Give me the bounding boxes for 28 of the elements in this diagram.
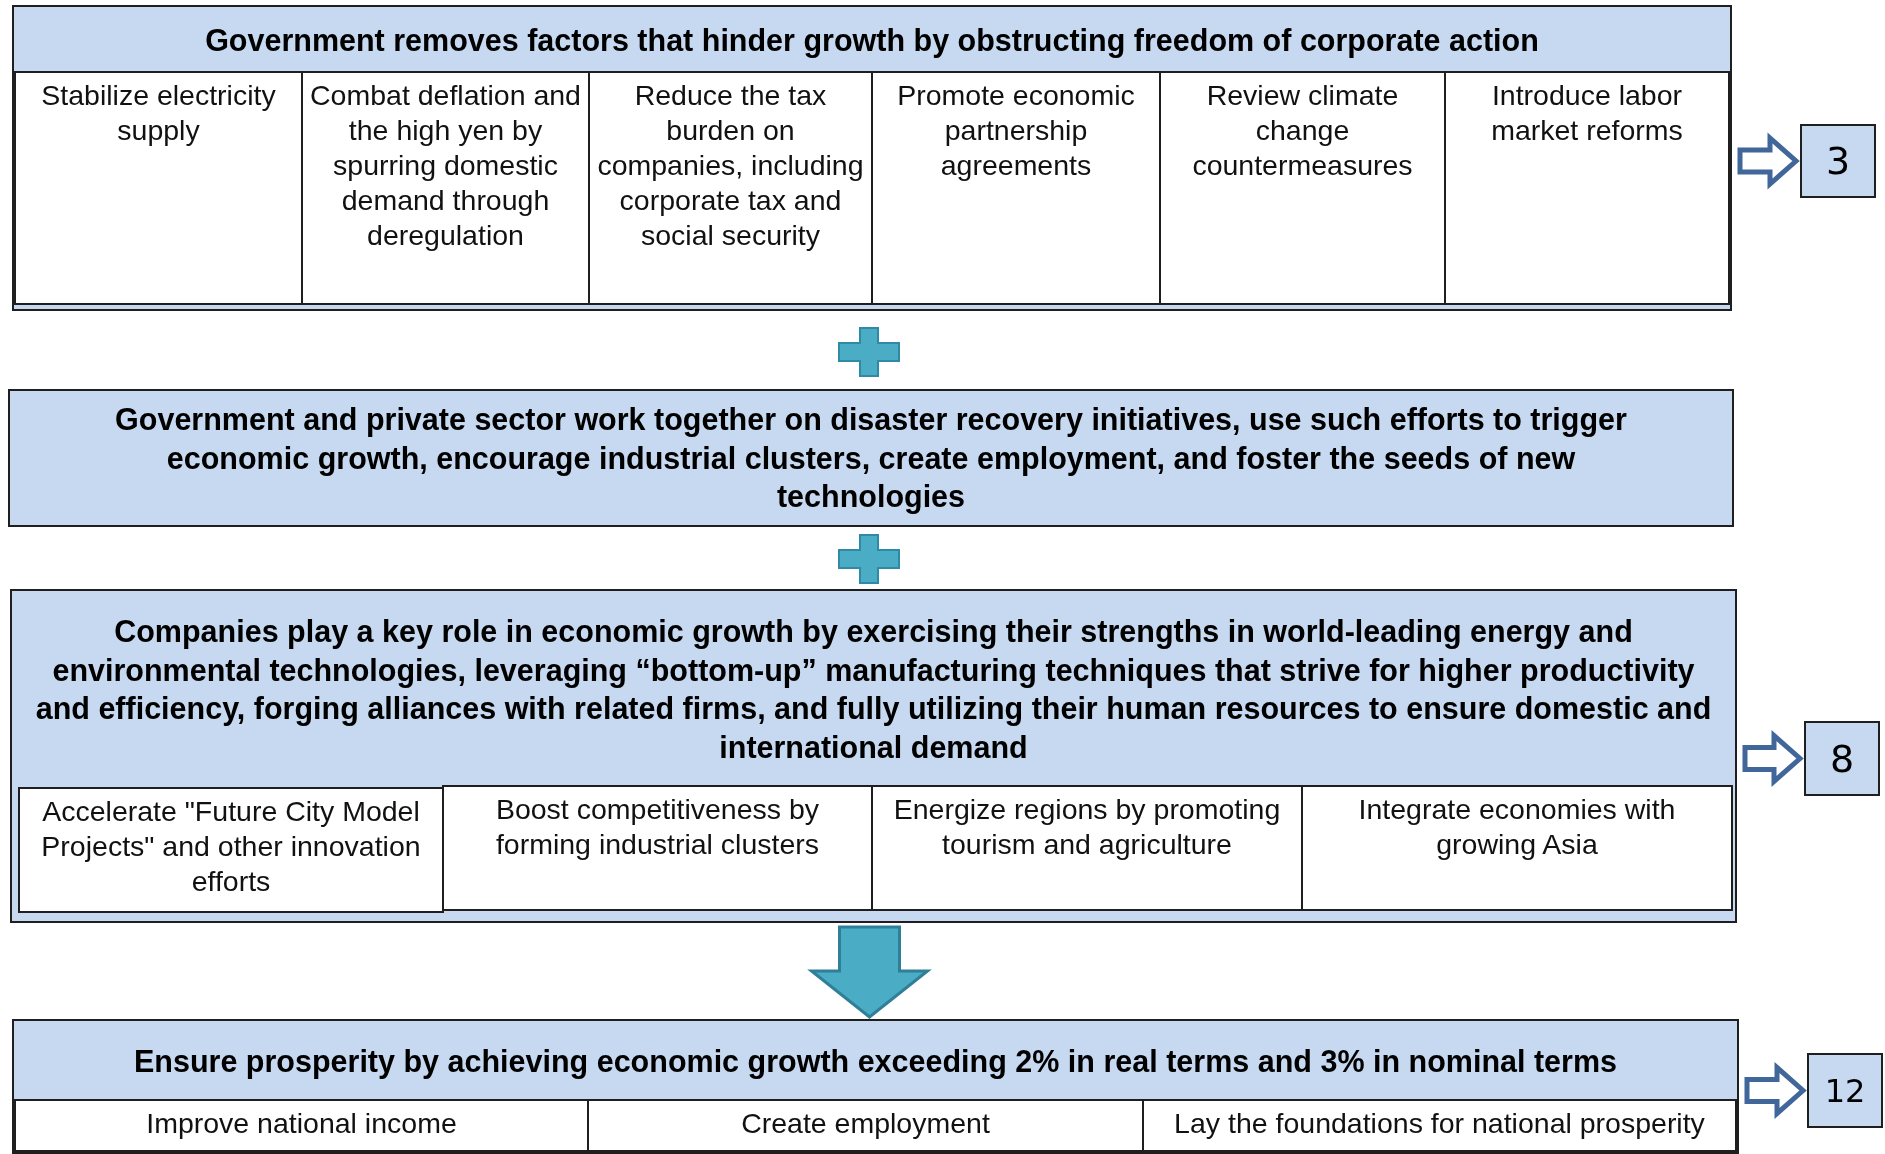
measure-cell: Energize regions by promoting tourism and agriculture (871, 785, 1303, 911)
policy-panel (10, 589, 1737, 923)
block-arrow (807, 925, 932, 1019)
policy-panel (12, 1019, 1739, 1154)
panel-heading: Ensure prosperity by achieving economic growth exceeding 2% in real terms and 3% in nominal terms (132, 1042, 1619, 1081)
page-number-box: 12 (1807, 1053, 1883, 1128)
measure-cell: Create employment (587, 1099, 1144, 1152)
panel-heading: Government removes factors that hinder growth by obstructing freedom of corporate action (204, 21, 1540, 60)
measure-cell: Stabilize electricity supply (14, 71, 303, 305)
measure-cell: Promote economic partnership agreements (871, 71, 1161, 305)
measure-cell: Combat deflation and the high yen by spurring domestic demand through deregulation (301, 71, 590, 305)
page-number-box: 8 (1804, 721, 1880, 796)
measure-cell: Review climate change countermeasures (1159, 71, 1446, 305)
block-arrow (1744, 1061, 1807, 1120)
block-arrow (1737, 132, 1800, 190)
measure-cell: Lay the foundations for national prosperity (1142, 1099, 1737, 1152)
block-arrow (1742, 729, 1804, 788)
policy-panel (8, 389, 1734, 527)
measure-cell: Boost competitiveness by forming industrial clusters (442, 785, 873, 911)
page-number-box: 3 (1800, 124, 1876, 198)
measure-cell: Accelerate "Future City Model Projects" and other innovation efforts (18, 787, 444, 913)
panel-heading: Companies play a key role in economic growth by exercising their strengths in world-leading energy and environmental technologies, leveraging “bottom-up” manufacturing techniques that strive for higher productivity and efficiency, forging alliances with related firms, and fully utilizing their human resources to ensure domestic and international demand (34, 613, 1713, 766)
measure-cell: Reduce the tax burden on companies, including corporate tax and social security (588, 71, 873, 305)
measure-cell: Improve national income (14, 1099, 589, 1152)
panel-heading: Government and private sector work together on disaster recovery initiatives, use such efforts to trigger economic growth, encourage industrial clusters, create employment, and foster the seeds of new technologies (114, 401, 1628, 516)
policy-panel (12, 5, 1732, 311)
measure-cell: Integrate economies with growing Asia (1301, 785, 1733, 911)
measure-cell: Introduce labor market reforms (1444, 71, 1730, 305)
